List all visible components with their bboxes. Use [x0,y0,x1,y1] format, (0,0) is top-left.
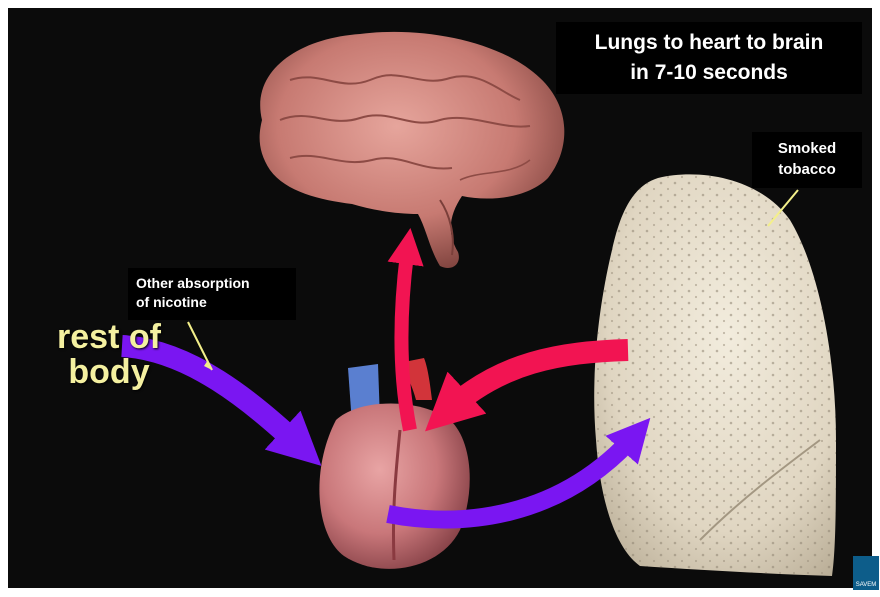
title-line-1: Lungs to heart to brain [556,28,862,58]
logo-text: SAVEM [853,582,879,588]
logo: SAVEM [853,556,879,590]
absorption-line-1: Other absorption [136,274,296,293]
rest-line-1: rest of [44,320,174,355]
absorption-line-2: of nicotine [136,293,296,312]
title-line-2: in 7-10 seconds [556,58,862,88]
smoked-tobacco-label: Smoked tobacco [752,132,862,188]
title-box: Lungs to heart to brain in 7-10 seconds [556,22,862,94]
smoked-line-1: Smoked [752,138,862,159]
rest-of-body-label: rest of body [44,320,174,390]
smoked-line-2: tobacco [752,159,862,180]
rest-line-2: body [44,355,174,390]
other-absorption-label: Other absorption of nicotine [128,268,296,320]
